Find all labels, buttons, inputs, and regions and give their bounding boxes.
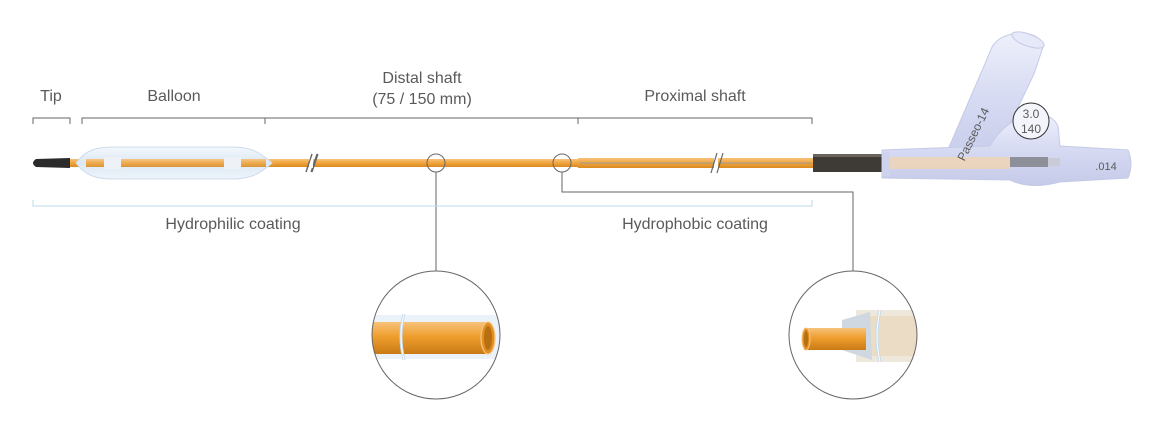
hub-size-length: 140 [1021,122,1041,136]
bracket-hydrophilic [32,200,578,207]
hub-side-port-opening [1011,31,1045,49]
coating-brackets [32,200,813,207]
balloon-marker-left [104,157,121,169]
label-hydrophilic-coating: Hydrophilic coating [165,216,300,233]
strain-relief [813,154,885,172]
catheter: Passeo-14 3.0 140 .014 [33,31,1132,186]
catheter-tip [33,158,70,168]
bracket-proximal-shaft [577,117,813,124]
bracket-distal-shaft [264,117,579,124]
break-mark-proximal [710,152,724,174]
label-distal-shaft-length: (75 / 150 mm) [372,91,472,108]
magnified-detail-hydrophobic [788,270,918,400]
bracket-balloon [81,117,266,124]
hub-size-diameter: 3.0 [1023,107,1040,121]
label-hydrophobic-coating: Hydrophobic coating [622,216,768,233]
label-tip: Tip [40,88,62,105]
top-brackets [32,117,813,124]
hub-size-badge [1012,102,1050,140]
distal-shaft-tube [62,159,578,167]
bracket-tip [32,117,71,124]
label-proximal-shaft: Proximal shaft [644,88,746,105]
bracket-hydrophobic [578,200,813,207]
hub-guidewire-label: .014 [1095,161,1116,173]
label-balloon: Balloon [147,88,200,105]
magnified-detail-hydrophilic [371,270,501,400]
balloon-marker-right [224,157,241,169]
catheter-hub: Passeo-14 3.0 140 .014 [881,31,1132,186]
label-distal-shaft: Distal shaft [382,70,462,87]
